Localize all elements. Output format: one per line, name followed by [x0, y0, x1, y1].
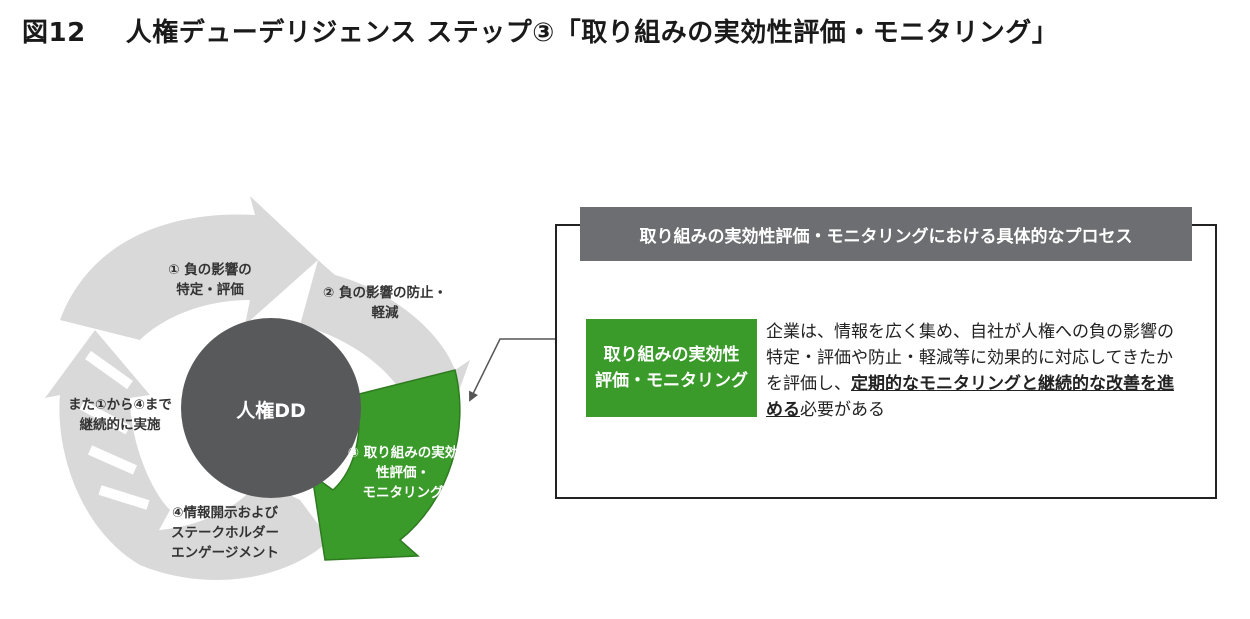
- connector-arrow: [469, 338, 555, 402]
- loop-note: また①から④まで 継続的に実施: [45, 395, 195, 435]
- description-tail: 必要がある: [800, 400, 885, 420]
- figure-title-text: 人権デューデリジェンス ステップ③「取り組みの実効性評価・モニタリング」: [125, 18, 1059, 48]
- center-circle: [181, 318, 361, 498]
- process-box-header: 取り組みの実効性評価・モニタリングにおける具体的なプロセス: [580, 207, 1192, 261]
- step1-line1: ① 負の影響の: [168, 262, 252, 278]
- figure-number: 図12: [22, 18, 86, 48]
- step1-label: ① 負の影響の 特定・評価: [140, 260, 280, 300]
- step2-line1: ② 負の影響の防止・: [322, 285, 448, 301]
- step4-line2: ステークホルダー: [171, 525, 279, 541]
- process-tag-line1: 取り組みの実効性: [603, 345, 740, 365]
- step3-line2: 性評価・: [376, 465, 430, 481]
- step2-line2: 軽減: [371, 305, 399, 321]
- figure-title: 図12 人権デューデリジェンス ステップ③「取り組みの実効性評価・モニタリング」: [22, 12, 1058, 49]
- step1-line2: 特定・評価: [176, 282, 244, 298]
- step3-label: ③ 取り組みの実効 性評価・ モニタリング: [328, 443, 478, 503]
- step4-line1: ④情報開示および: [172, 505, 278, 521]
- step4-line3: エンゲージメント: [171, 545, 279, 561]
- process-tag-line2: 評価・モニタリング: [595, 371, 748, 391]
- process-tag: 取り組みの実効性 評価・モニタリング: [586, 319, 757, 417]
- process-description: 企業は、情報を広く集め、自社が人権への負の影響の特定・評価や防止・軽減等に効果的…: [766, 319, 1186, 423]
- loop-note-line2: 継続的に実施: [79, 417, 161, 433]
- loop-note-line1: また①から④まで: [68, 397, 172, 413]
- center-label: 人権DD: [236, 400, 306, 422]
- step3-line3: モニタリング: [362, 485, 444, 501]
- step3-line1: ③ 取り組みの実効: [347, 445, 459, 461]
- segment-step1: [60, 196, 318, 340]
- description-text: 企業は、情報を広く集め、自社が人権への負の影響の特定・評価や防止・軽減等に効果的…: [766, 322, 1174, 394]
- step4-label: ④情報開示および ステークホルダー エンゲージメント: [150, 503, 300, 563]
- segment-step3-highlight: [310, 369, 461, 561]
- cycle-segments: [45, 196, 470, 580]
- description-emphasis: 定期的なモニタリングと継続的な改善を進める: [766, 374, 1174, 420]
- chevron-marks: [79, 350, 150, 510]
- segment-step4: [125, 480, 330, 580]
- step2-label: ② 負の影響の防止・ 軽減: [305, 283, 465, 323]
